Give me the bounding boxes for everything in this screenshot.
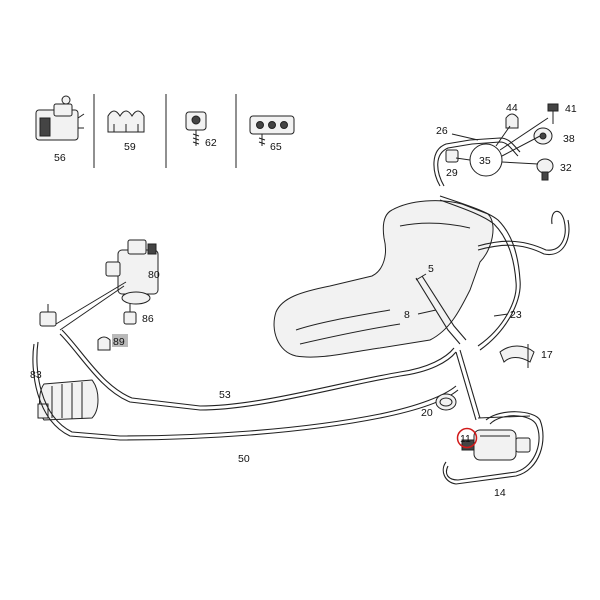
callout-56: 56 [54, 152, 66, 164]
leader-26 [451, 133, 479, 141]
part-8-strap-bolt[interactable] [417, 309, 437, 315]
part-41-bolt[interactable] [547, 103, 559, 124]
part-14-fuel-line[interactable] [442, 411, 544, 485]
part-26-vent-line[interactable] [433, 137, 521, 187]
callout-83: 83 [30, 369, 42, 381]
leader-80-83 [55, 281, 127, 325]
callout-35: 35 [479, 155, 491, 167]
leader-80-83b [59, 285, 125, 331]
part-20-hose-clamp[interactable] [435, 393, 457, 411]
top-panel [93, 94, 237, 168]
part-65-line-holder[interactable] [249, 115, 295, 146]
callout-8: 8 [404, 309, 410, 321]
callout-20: 20 [421, 407, 433, 419]
callout-11: 11 [460, 433, 471, 445]
callout-38: 38 [563, 133, 575, 145]
highlight-circle-11[interactable] [456, 427, 478, 449]
callout-59: 59 [124, 141, 136, 153]
callout-23: 23 [510, 309, 522, 321]
part-11-fuel-filter[interactable] [461, 429, 531, 461]
callout-65: 65 [270, 141, 282, 153]
callout-29: 29 [446, 167, 458, 179]
part-80-purge-valve[interactable] [105, 239, 159, 312]
part-32-grommet[interactable] [536, 158, 554, 181]
callout-32: 32 [560, 162, 572, 174]
charcoal-canister[interactable] [37, 379, 99, 421]
callout-86: 86 [142, 313, 154, 325]
callout-14: 14 [494, 487, 506, 499]
leader-5 [415, 273, 427, 281]
callout-53: 53 [219, 389, 231, 401]
filter-feed-pipe-b [459, 349, 481, 419]
callout-62: 62 [205, 137, 217, 149]
callout-41: 41 [565, 103, 577, 115]
filter-feed-pipe [455, 351, 477, 421]
part-86-cap[interactable] [123, 311, 137, 325]
part-50-line[interactable] [32, 341, 459, 441]
part-83-connector[interactable] [39, 304, 57, 327]
callout-44: 44 [506, 102, 518, 114]
part-17-bracket[interactable] [499, 344, 535, 368]
part-62-bracket-clip[interactable] [185, 111, 207, 146]
callout-89: 89 [113, 336, 125, 348]
callout-80: 80 [148, 269, 160, 281]
pipe-stub [477, 415, 531, 419]
part-38-grommet[interactable] [533, 127, 553, 145]
part-53-line[interactable] [59, 329, 457, 411]
leader-35-29 [455, 157, 471, 161]
part-5-tank-strap[interactable] [415, 275, 467, 345]
part-56-valve-block[interactable] [35, 95, 85, 141]
part-59-clip[interactable] [107, 110, 145, 133]
leader-35-41 [499, 117, 549, 151]
leader-35-44 [495, 125, 511, 147]
callout-50: 50 [238, 453, 250, 465]
callout-26: 26 [436, 125, 448, 137]
part-44-clip[interactable] [505, 113, 519, 129]
leader-23 [493, 313, 509, 317]
callout-17: 17 [541, 349, 553, 361]
leader-35-38 [501, 135, 541, 157]
callout-5: 5 [428, 263, 434, 275]
tank-lines [439, 195, 570, 351]
part-89-clip[interactable] [97, 336, 111, 351]
badge-89 [112, 334, 128, 347]
leader-35-32 [501, 161, 539, 165]
part-29-hose-clamp[interactable] [445, 149, 459, 163]
